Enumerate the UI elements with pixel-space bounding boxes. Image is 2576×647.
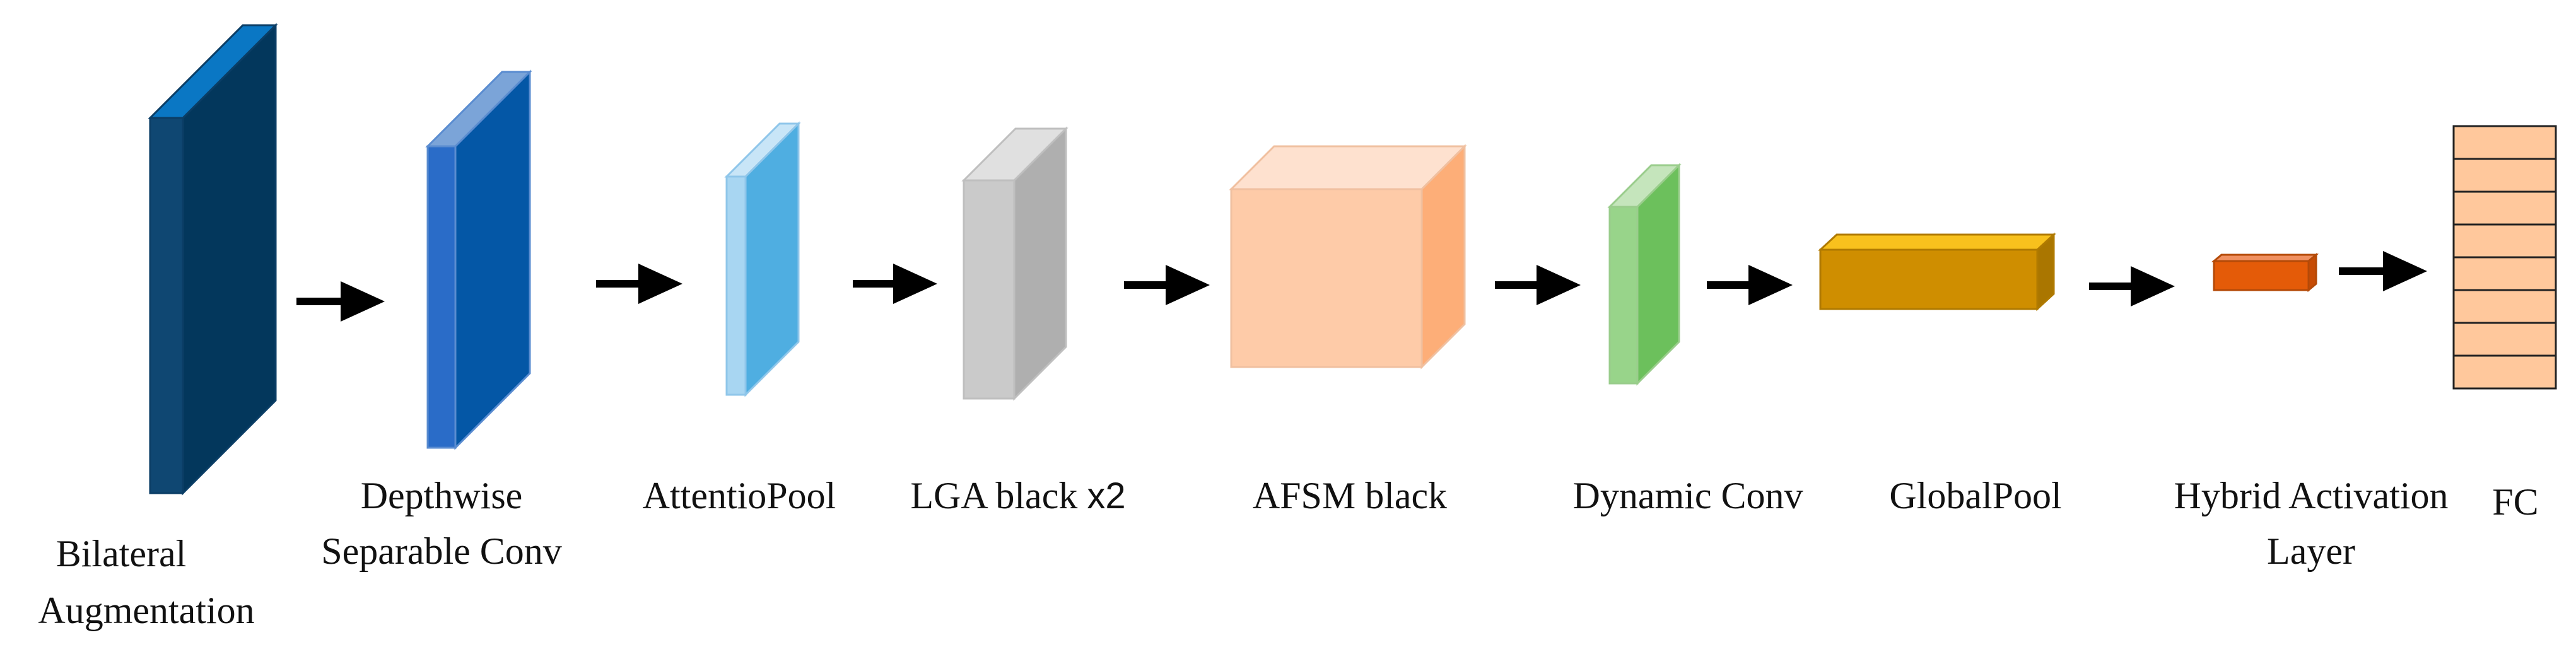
label-lga-suffix: x2 [1087, 475, 1125, 516]
block-hybrid-activation-layer [2211, 252, 2319, 293]
block-attentiopool [724, 121, 801, 397]
fc-cell [2452, 322, 2557, 357]
arrow-head [638, 264, 682, 304]
arrow-head [1537, 265, 1581, 305]
flow-arrow-8 [2339, 251, 2427, 291]
label-hybrid-line1: Hybrid Activation [2174, 475, 2449, 516]
arrow-head [1166, 265, 1210, 305]
label-fc: FC [2492, 481, 2538, 523]
label-depthwise-line2: Separable Conv [321, 530, 562, 572]
block-bilateral-augmentation [148, 23, 278, 496]
block-globalpool [1818, 232, 2056, 312]
arrow-head [2131, 266, 2175, 306]
arrow-head [893, 264, 937, 304]
lga-front-face [963, 179, 1016, 400]
flow-arrow-3 [853, 264, 937, 304]
arrows [296, 251, 2427, 322]
hybrid-front-face [2213, 260, 2310, 291]
globalpool-top-face [1818, 233, 2056, 251]
bilateral-front-face [149, 117, 184, 494]
flow-arrow-2 [596, 264, 682, 304]
flow-arrow-1 [296, 281, 385, 322]
arrow-head [1748, 265, 1793, 305]
label-bilateral-line1: Bilateral [56, 533, 187, 574]
label-afsm: AFSM black [1253, 475, 1447, 516]
block-fc [2452, 125, 2557, 390]
dynamic-front-face [1608, 206, 1639, 385]
label-lga-text: LGA black [910, 475, 1087, 516]
flow-arrow-4 [1124, 265, 1210, 305]
block-afsm-black [1229, 144, 1467, 370]
attentiopool-front-face [725, 175, 747, 396]
fc-cell [2452, 125, 2557, 160]
label-globalpool: GlobalPool [1889, 475, 2061, 516]
label-attentiopool: AttentioPool [643, 475, 836, 516]
flow-arrow-7 [2089, 266, 2175, 306]
label-depthwise-line1: Depthwise [361, 475, 523, 516]
block-lga-black [961, 126, 1068, 401]
label-dynamic-conv: Dynamic Conv [1573, 475, 1803, 516]
afsm-front-face [1230, 188, 1423, 368]
fc-cell [2452, 158, 2557, 193]
block-depthwise-separable-conv [425, 69, 532, 450]
globalpool-front-face [1819, 248, 2039, 310]
flow-arrow-5 [1495, 265, 1581, 305]
label-lga: LGA black x2 [910, 475, 1125, 516]
arrow-head [2383, 251, 2427, 291]
fc-cell [2452, 223, 2557, 259]
fc-cell [2452, 289, 2557, 324]
fc-cell [2452, 354, 2557, 390]
arrow-head [341, 281, 385, 322]
label-bilateral-line2: Augmentation [38, 590, 254, 631]
block-dynamic-conv [1607, 163, 1682, 386]
depthwise-front-face [426, 145, 457, 449]
label-hybrid-line2: Layer [2267, 530, 2355, 572]
hybrid-side-face [2307, 252, 2317, 293]
fc-cell [2452, 256, 2557, 291]
fc-cell [2452, 190, 2557, 226]
flow-arrow-6 [1707, 265, 1793, 305]
